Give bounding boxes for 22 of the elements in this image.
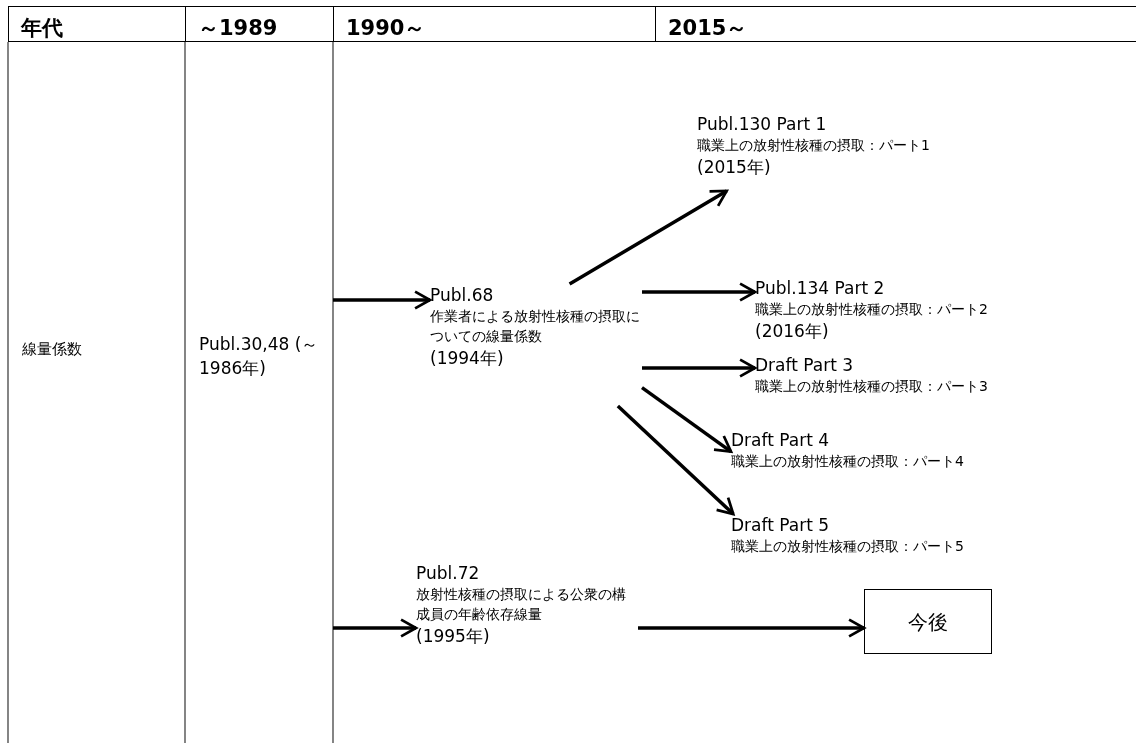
publication-entry: Publ.134 Part 2 職業上の放射性核種の摂取：パート2 (2016年) <box>755 277 1085 349</box>
arrow <box>333 618 418 638</box>
publication-entry: Draft Part 5 職業上の放射性核種の摂取：パート5 <box>731 514 1061 558</box>
publication-entry: Draft Part 4 職業上の放射性核種の摂取：パート4 <box>731 429 1061 473</box>
arrow <box>616 404 735 516</box>
arrow <box>640 386 733 453</box>
row-label: 線量係数 <box>22 340 82 359</box>
arrow <box>638 618 866 638</box>
publication-entry: Draft Part 3 職業上の放射性核種の摂取：パート3 <box>755 354 1085 398</box>
column-header: 1990～ <box>333 6 656 42</box>
column-header: 2015～ <box>655 6 1136 42</box>
arrow <box>333 290 432 310</box>
publication-label: Publ.30,48 (～1986年) <box>199 333 319 380</box>
arrow <box>568 189 728 286</box>
publication-entry: Publ.68 作業者による放射性核種の摂取についての線量係数 (1994年) <box>430 284 642 406</box>
column-header: ～1989 <box>185 6 334 42</box>
publication-entry: Publ.72 放射性核種の摂取による公衆の構成員の年齢依存線量 (1995年) <box>416 562 638 694</box>
arrow <box>642 358 757 378</box>
publication-entry: Publ.130 Part 1 職業上の放射性核種の摂取：パート1 (2015年) <box>697 113 1027 191</box>
future-box: 今後 <box>864 589 992 654</box>
arrow <box>642 282 757 302</box>
column-header: 年代 <box>8 6 186 42</box>
